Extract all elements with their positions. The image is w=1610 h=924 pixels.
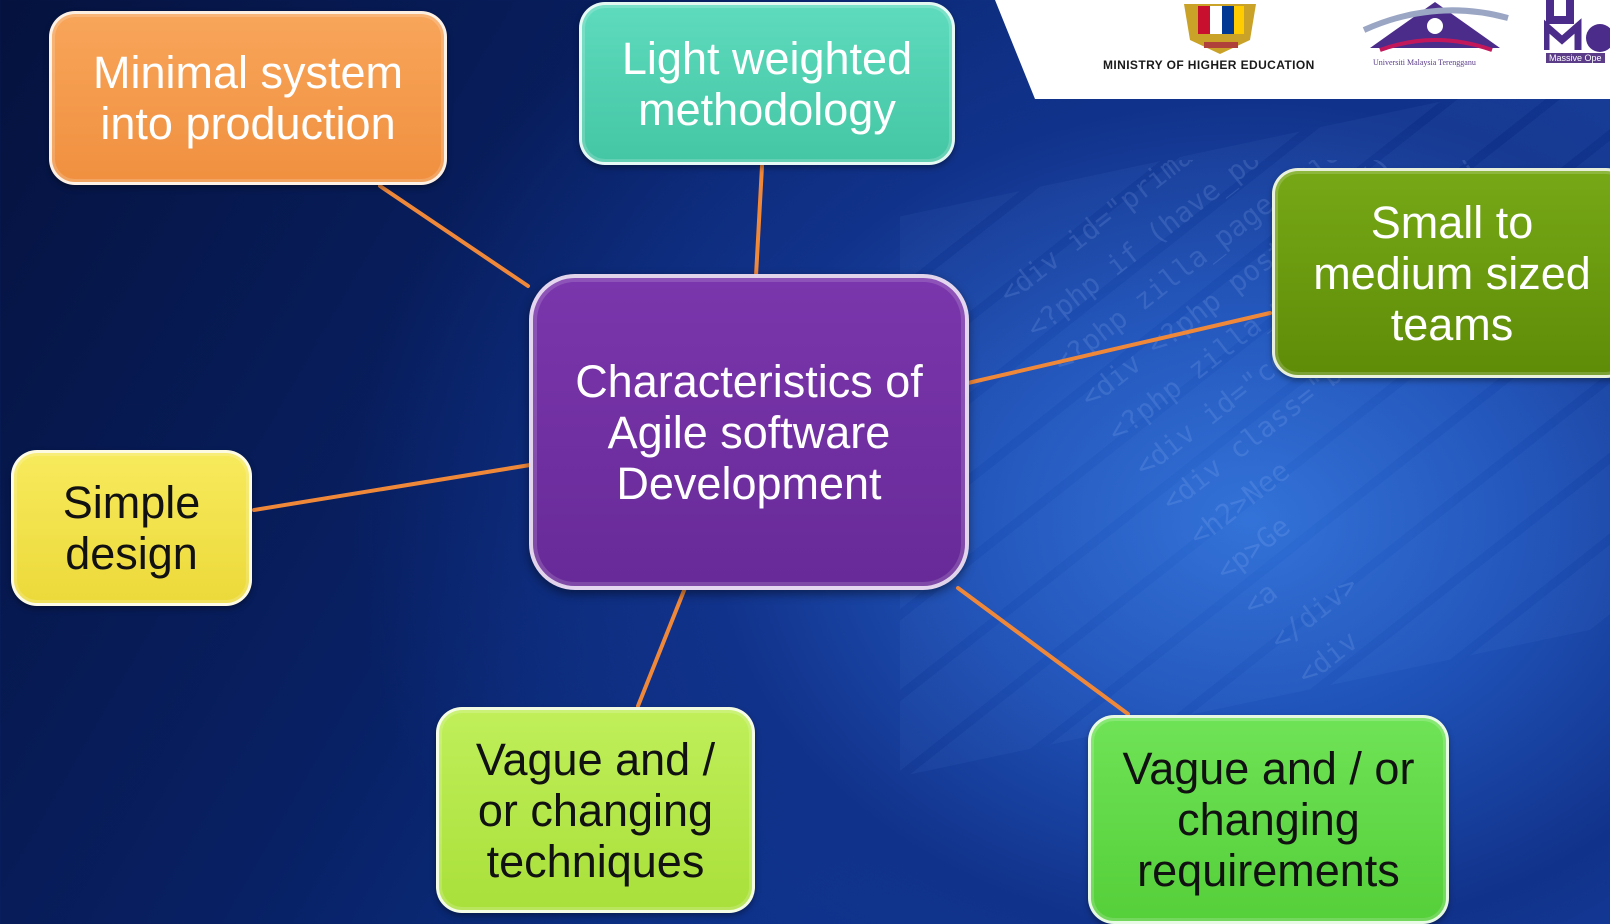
node-vague-techniques-label: Vague and / or changing techniques	[475, 733, 716, 887]
umt-label: Universiti Malaysia Terengganu	[1373, 58, 1476, 67]
node-small-teams-label: Small to medium sized teams	[1313, 196, 1591, 350]
center-node-agile-characteristics: Characteristics of Agile software Develo…	[529, 274, 969, 590]
center-node-label: Characteristics of Agile software Develo…	[575, 355, 923, 509]
node-light-weighted: Light weighted methodology	[579, 2, 955, 165]
connector-techniques	[636, 586, 687, 708]
node-minimal-system: Minimal system into production	[49, 11, 447, 185]
connector-light	[754, 164, 764, 278]
node-vague-techniques: Vague and / or changing techniques	[436, 707, 755, 913]
ministry-label: MINISTRY OF HIGHER EDUCATION	[1103, 58, 1315, 72]
node-light-weighted-label: Light weighted methodology	[621, 32, 913, 135]
connector-requirements	[956, 586, 1130, 716]
node-vague-requirements-label: Vague and / or changing requirements	[1122, 743, 1415, 896]
node-small-teams: Small to medium sized teams	[1272, 168, 1610, 378]
node-simple-design: Simple design	[11, 450, 252, 606]
mooc-logo	[1544, 0, 1610, 54]
connector-teams	[966, 311, 1272, 385]
ministry-crest-logo	[1184, 4, 1256, 54]
node-vague-requirements: Vague and / or changing requirements	[1088, 715, 1449, 924]
header-logo-bar	[995, 0, 1610, 99]
connector-simple	[252, 463, 532, 512]
mooc-sub-label: Massive Ope	[1546, 53, 1605, 63]
node-minimal-system-label: Minimal system into production	[92, 47, 404, 149]
connector-minimal	[378, 184, 530, 288]
umt-logo	[1362, 2, 1509, 52]
node-simple-design-label: Simple design	[62, 477, 201, 579]
